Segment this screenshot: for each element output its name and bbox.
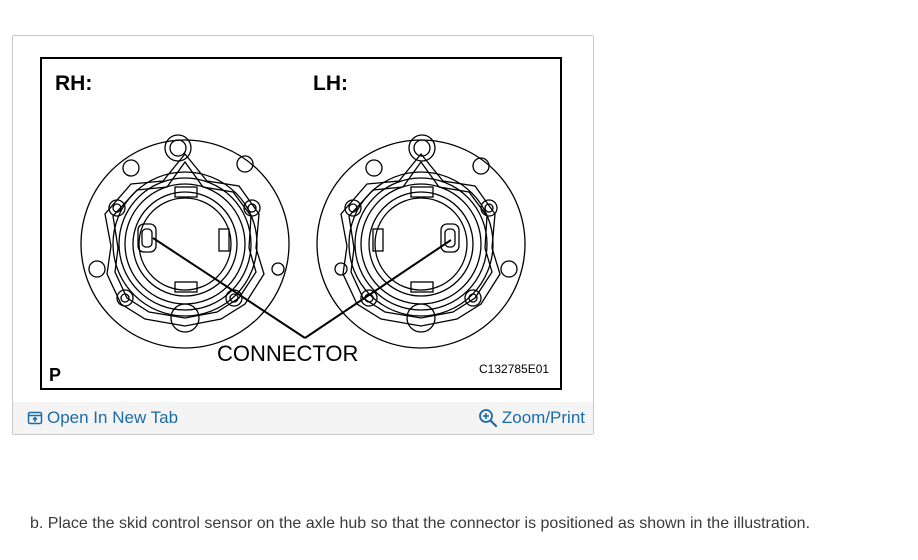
zoom-print-label: Zoom/Print: [501, 408, 585, 427]
figure-code: C132785E01: [479, 362, 549, 376]
zoom-in-icon: [478, 409, 497, 428]
rh-axle-hub: [80, 134, 290, 349]
connector-label: CONNECTOR: [217, 341, 358, 366]
open-in-new-tab-link[interactable]: Open In New Tab: [27, 408, 178, 428]
axle-hub-illustration: RH: LH: CONNECTOR P C132785E01: [40, 57, 562, 390]
zoom-print-link[interactable]: Zoom/Print: [478, 408, 585, 428]
illustration-frame: [40, 57, 562, 390]
lh-label: LH:: [313, 72, 348, 95]
lh-axle-hub: [316, 134, 526, 349]
instruction-text: b. Place the skid control sensor on the …: [30, 515, 811, 532]
illustration-area: RH: LH: CONNECTOR P C132785E01: [13, 36, 593, 402]
card-footer: Open In New Tab Zoom/Print: [13, 402, 593, 434]
open-in-new-tab-label: Open In New Tab: [47, 408, 179, 427]
open-new-tab-icon: [27, 411, 43, 425]
connector-leader-lines: [152, 237, 452, 339]
figure-card: RH: LH: CONNECTOR P C132785E01 Open In N…: [12, 35, 594, 435]
p-label: P: [49, 365, 61, 385]
rh-label: RH:: [55, 72, 92, 95]
